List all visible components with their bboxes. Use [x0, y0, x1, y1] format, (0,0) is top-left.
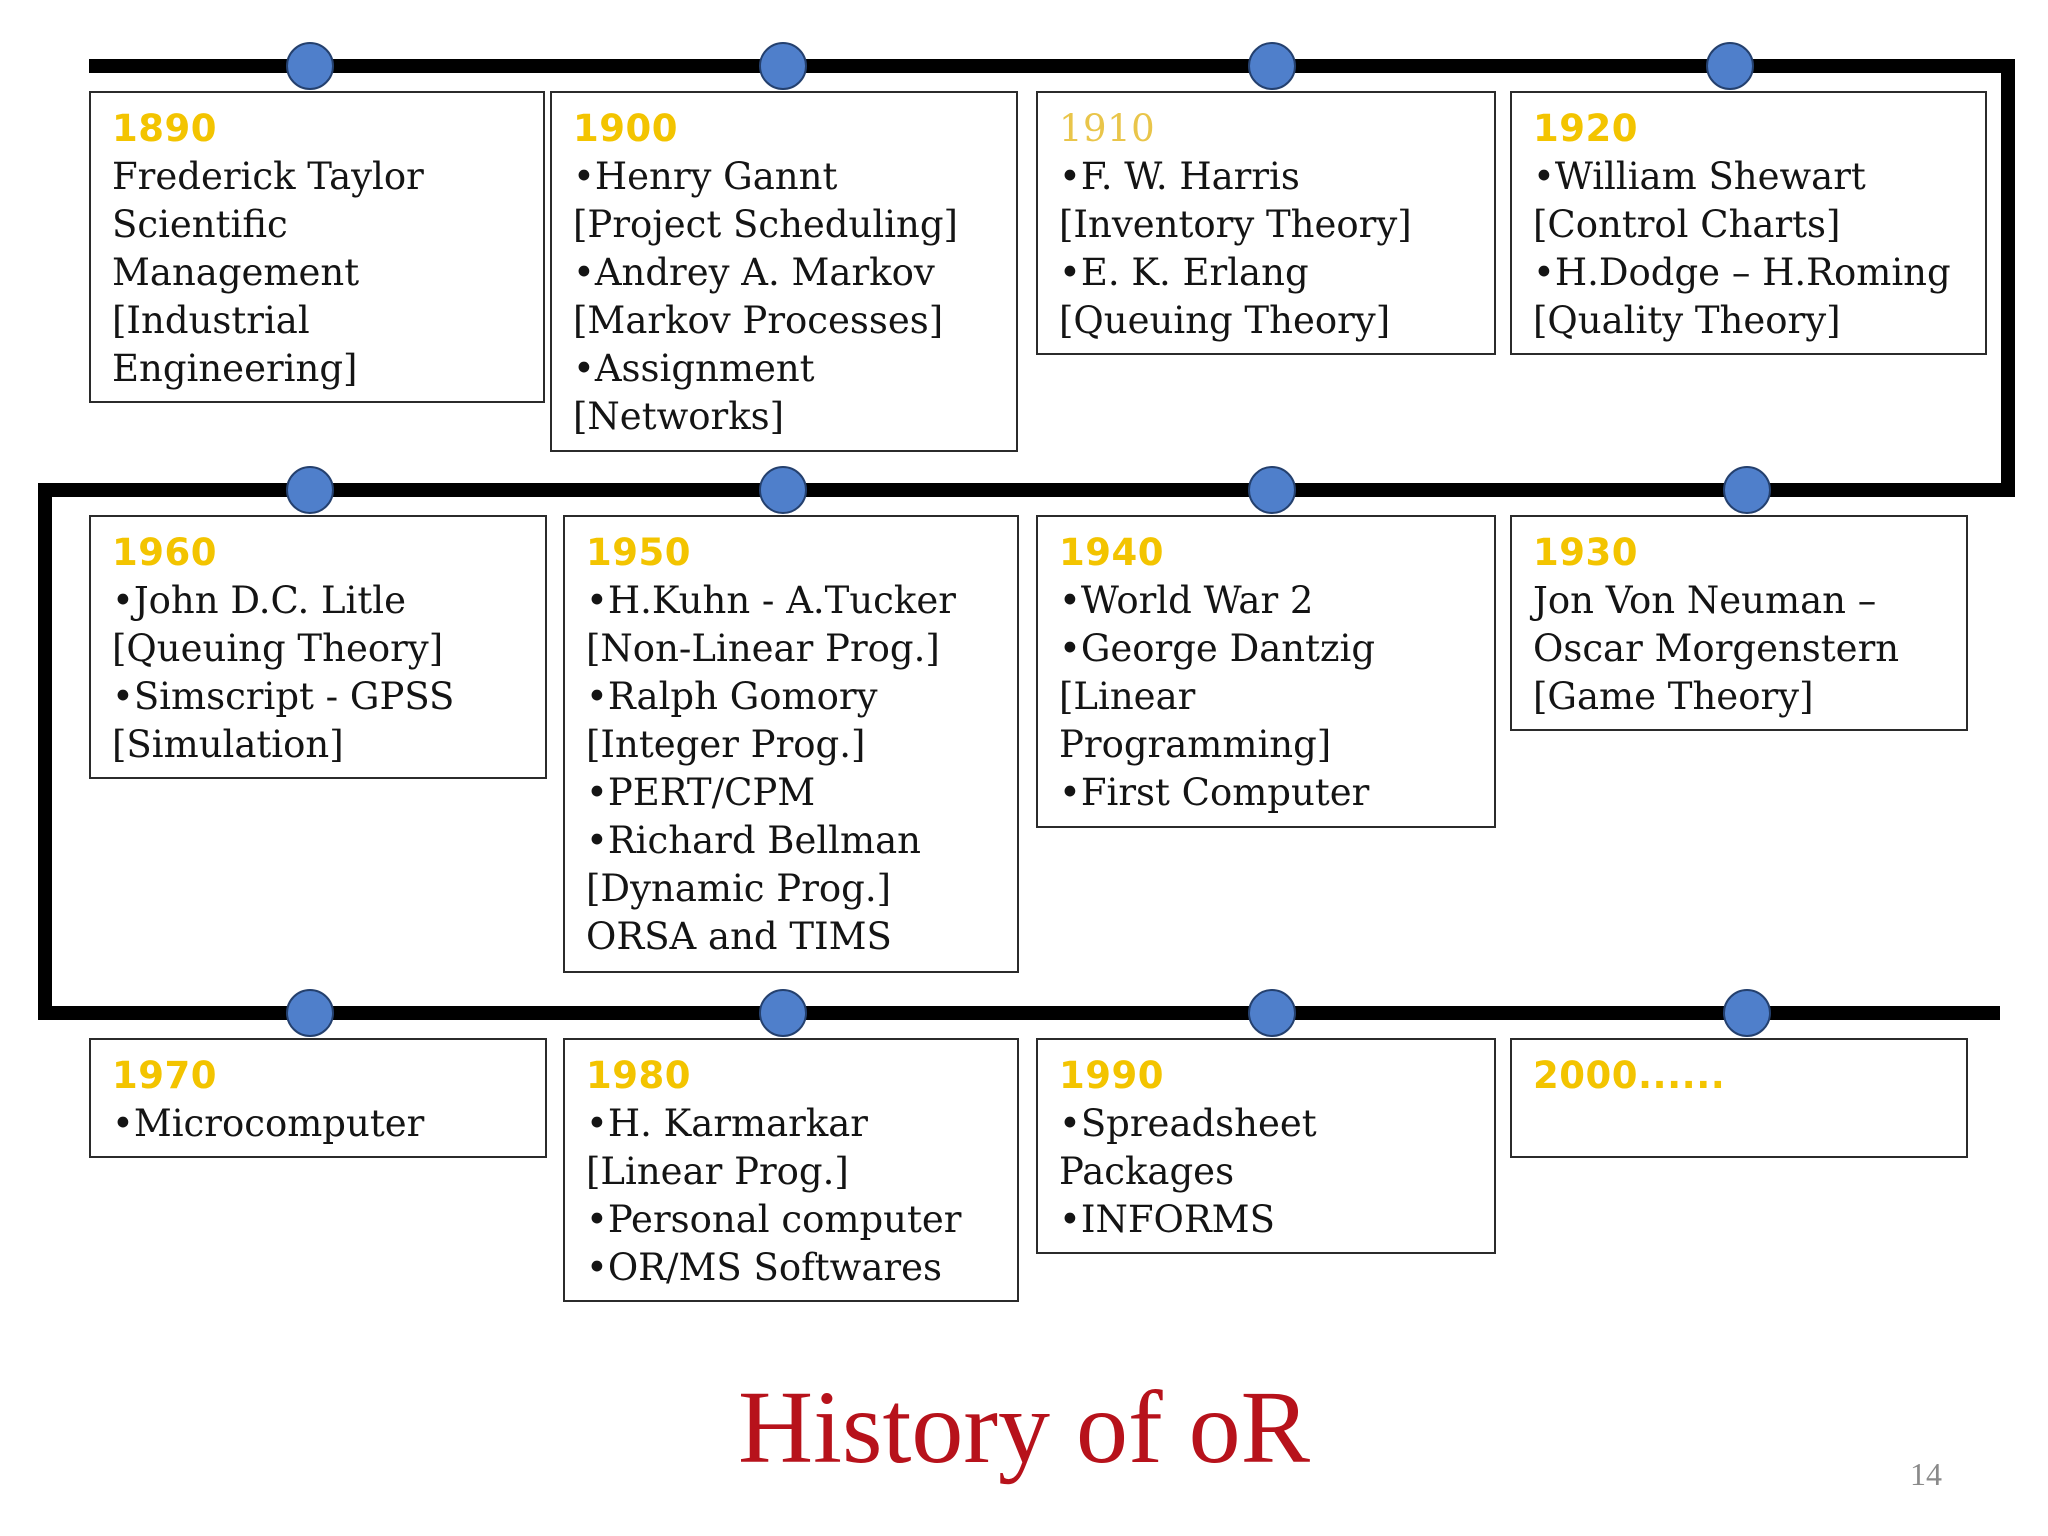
- timeline-node-8: [286, 989, 334, 1037]
- timeline-year: 1980: [586, 1054, 691, 1097]
- timeline-year: 1900: [573, 107, 678, 150]
- timeline-box: 2000......: [1510, 1038, 1968, 1158]
- timeline-entry-text: [Queuing Theory]: [1059, 299, 1391, 342]
- slide-title: History of oR: [738, 1370, 1310, 1485]
- timeline-node-3: [1706, 42, 1754, 90]
- timeline-entry-text: •World War 2: [1059, 579, 1314, 622]
- timeline-entry-text: •INFORMS: [1059, 1198, 1275, 1241]
- timeline-entry-text: [Queuing Theory]: [112, 627, 444, 670]
- timeline-entry-text: •Simscript - GPSS: [112, 675, 455, 718]
- timeline-year: 1920: [1533, 107, 1638, 150]
- timeline-entry-text: •Richard Bellman: [586, 819, 921, 862]
- timeline-entry-text: [Networks]: [573, 395, 785, 438]
- timeline-entry-text: •OR/MS Softwares: [586, 1246, 942, 1289]
- timeline-entry-text: [Inventory Theory]: [1059, 203, 1412, 246]
- timeline-entry-text: •H.Dodge – H.Roming: [1533, 251, 1951, 294]
- timeline-entry-text: [Linear Prog.]: [586, 1150, 849, 1193]
- timeline-entry-text: [Game Theory]: [1533, 675, 1814, 718]
- timeline-year: 1950: [586, 531, 691, 574]
- timeline-entry-text: Frederick Taylor: [112, 155, 424, 198]
- page-number: 14: [1910, 1456, 1942, 1492]
- timeline-box: 1910 •F. W. Harris [Inventory Theory] •E. K…: [1036, 91, 1496, 355]
- timeline-entry-text: •Personal computer: [586, 1198, 962, 1241]
- timeline-entry-text: •H. Karmarkar: [586, 1102, 868, 1145]
- timeline-year: 1910: [1059, 107, 1156, 150]
- timeline-year: 1930: [1533, 531, 1638, 574]
- timeline-box: 1950 •H.Kuhn - A.Tucker [Non-Linear Prog.]…: [563, 515, 1019, 973]
- timeline-entry-text: •Spreadsheet: [1059, 1102, 1317, 1145]
- timeline-entry-text: [Linear: [1059, 675, 1196, 718]
- timeline-entry-text: [Dynamic Prog.]: [586, 867, 892, 910]
- timeline-entry-text: Management: [112, 251, 360, 294]
- timeline-node-2: [1248, 42, 1296, 90]
- timeline-entry-text: •Andrey A. Markov: [573, 251, 935, 294]
- timeline-entry-text: [Markov Processes]: [573, 299, 944, 342]
- timeline-entry-text: •F. W. Harris: [1059, 155, 1300, 198]
- timeline-year: 1960: [112, 531, 217, 574]
- timeline-entry-text: •William Shewart: [1533, 155, 1866, 198]
- timeline-node-11: [1723, 989, 1771, 1037]
- timeline-box: 1960 •John D.C. Litle [Queuing Theory] •Sim…: [89, 515, 547, 779]
- timeline-entry-text: •Ralph Gomory: [586, 675, 878, 718]
- timeline-entry-text: [Control Charts]: [1533, 203, 1841, 246]
- timeline-node-9: [759, 989, 807, 1037]
- timeline-entry-text: •H.Kuhn - A.Tucker: [586, 579, 956, 622]
- timeline-entry-text: ORSA and TIMS: [586, 915, 892, 958]
- timeline-entry-text: [Integer Prog.]: [586, 723, 866, 766]
- timeline-year: 1970: [112, 1054, 217, 1097]
- timeline-node-4: [286, 466, 334, 514]
- timeline-node-7: [1723, 466, 1771, 514]
- timeline-entry-text: [Industrial: [112, 299, 310, 342]
- timeline-year: 1890: [112, 107, 217, 150]
- timeline-box: 1980 •H. Karmarkar [Linear Prog.] •Personal…: [563, 1038, 1019, 1302]
- timeline-entry-text: [Project Scheduling]: [573, 203, 958, 246]
- timeline-entry-text: [Quality Theory]: [1533, 299, 1841, 342]
- timeline-entry-text: Oscar Morgenstern: [1533, 627, 1900, 670]
- timeline-entry-text: Programming]: [1059, 723, 1332, 766]
- timeline-entry-text: •PERT/CPM: [586, 771, 816, 814]
- timeline-node-6: [1248, 466, 1296, 514]
- timeline-node-0: [286, 42, 334, 90]
- timeline-entry-text: •Microcomputer: [112, 1102, 425, 1145]
- timeline-entry-text: •First Computer: [1059, 771, 1370, 814]
- timeline-line: [38, 59, 2015, 1020]
- timeline-entry-text: Packages: [1059, 1150, 1235, 1193]
- timeline-entry-text: •Henry Gannt: [573, 155, 838, 198]
- timeline-node-5: [759, 466, 807, 514]
- timeline-box: 1920 •William Shewart [Control Charts] •H.D…: [1510, 91, 1987, 355]
- timeline-entry-text: [Simulation]: [112, 723, 344, 766]
- timeline-year: 2000......: [1533, 1054, 1726, 1097]
- timeline-entry-text: [Non-Linear Prog.]: [586, 627, 940, 670]
- timeline-node-10: [1248, 989, 1296, 1037]
- timeline-year: 1940: [1059, 531, 1164, 574]
- timeline-entry-text: •E. K. Erlang: [1059, 251, 1309, 294]
- timeline-year: 1990: [1059, 1054, 1164, 1097]
- timeline-entry-text: •John D.C. Litle: [112, 579, 406, 622]
- timeline-entry-text: •George Dantzig: [1059, 627, 1376, 670]
- timeline-box: 1970 •Microcomputer: [89, 1038, 547, 1158]
- timeline-entry-text: •Assignment: [573, 347, 815, 390]
- timeline-node-1: [759, 42, 807, 90]
- timeline-box: 1900 •Henry Gannt [Project Scheduling] •And…: [550, 91, 1018, 452]
- timeline-entry-text: Scientific: [112, 203, 288, 246]
- timeline-entry-text: Engineering]: [112, 347, 358, 390]
- timeline-entry-text: Jon Von Neuman –: [1533, 579, 1877, 622]
